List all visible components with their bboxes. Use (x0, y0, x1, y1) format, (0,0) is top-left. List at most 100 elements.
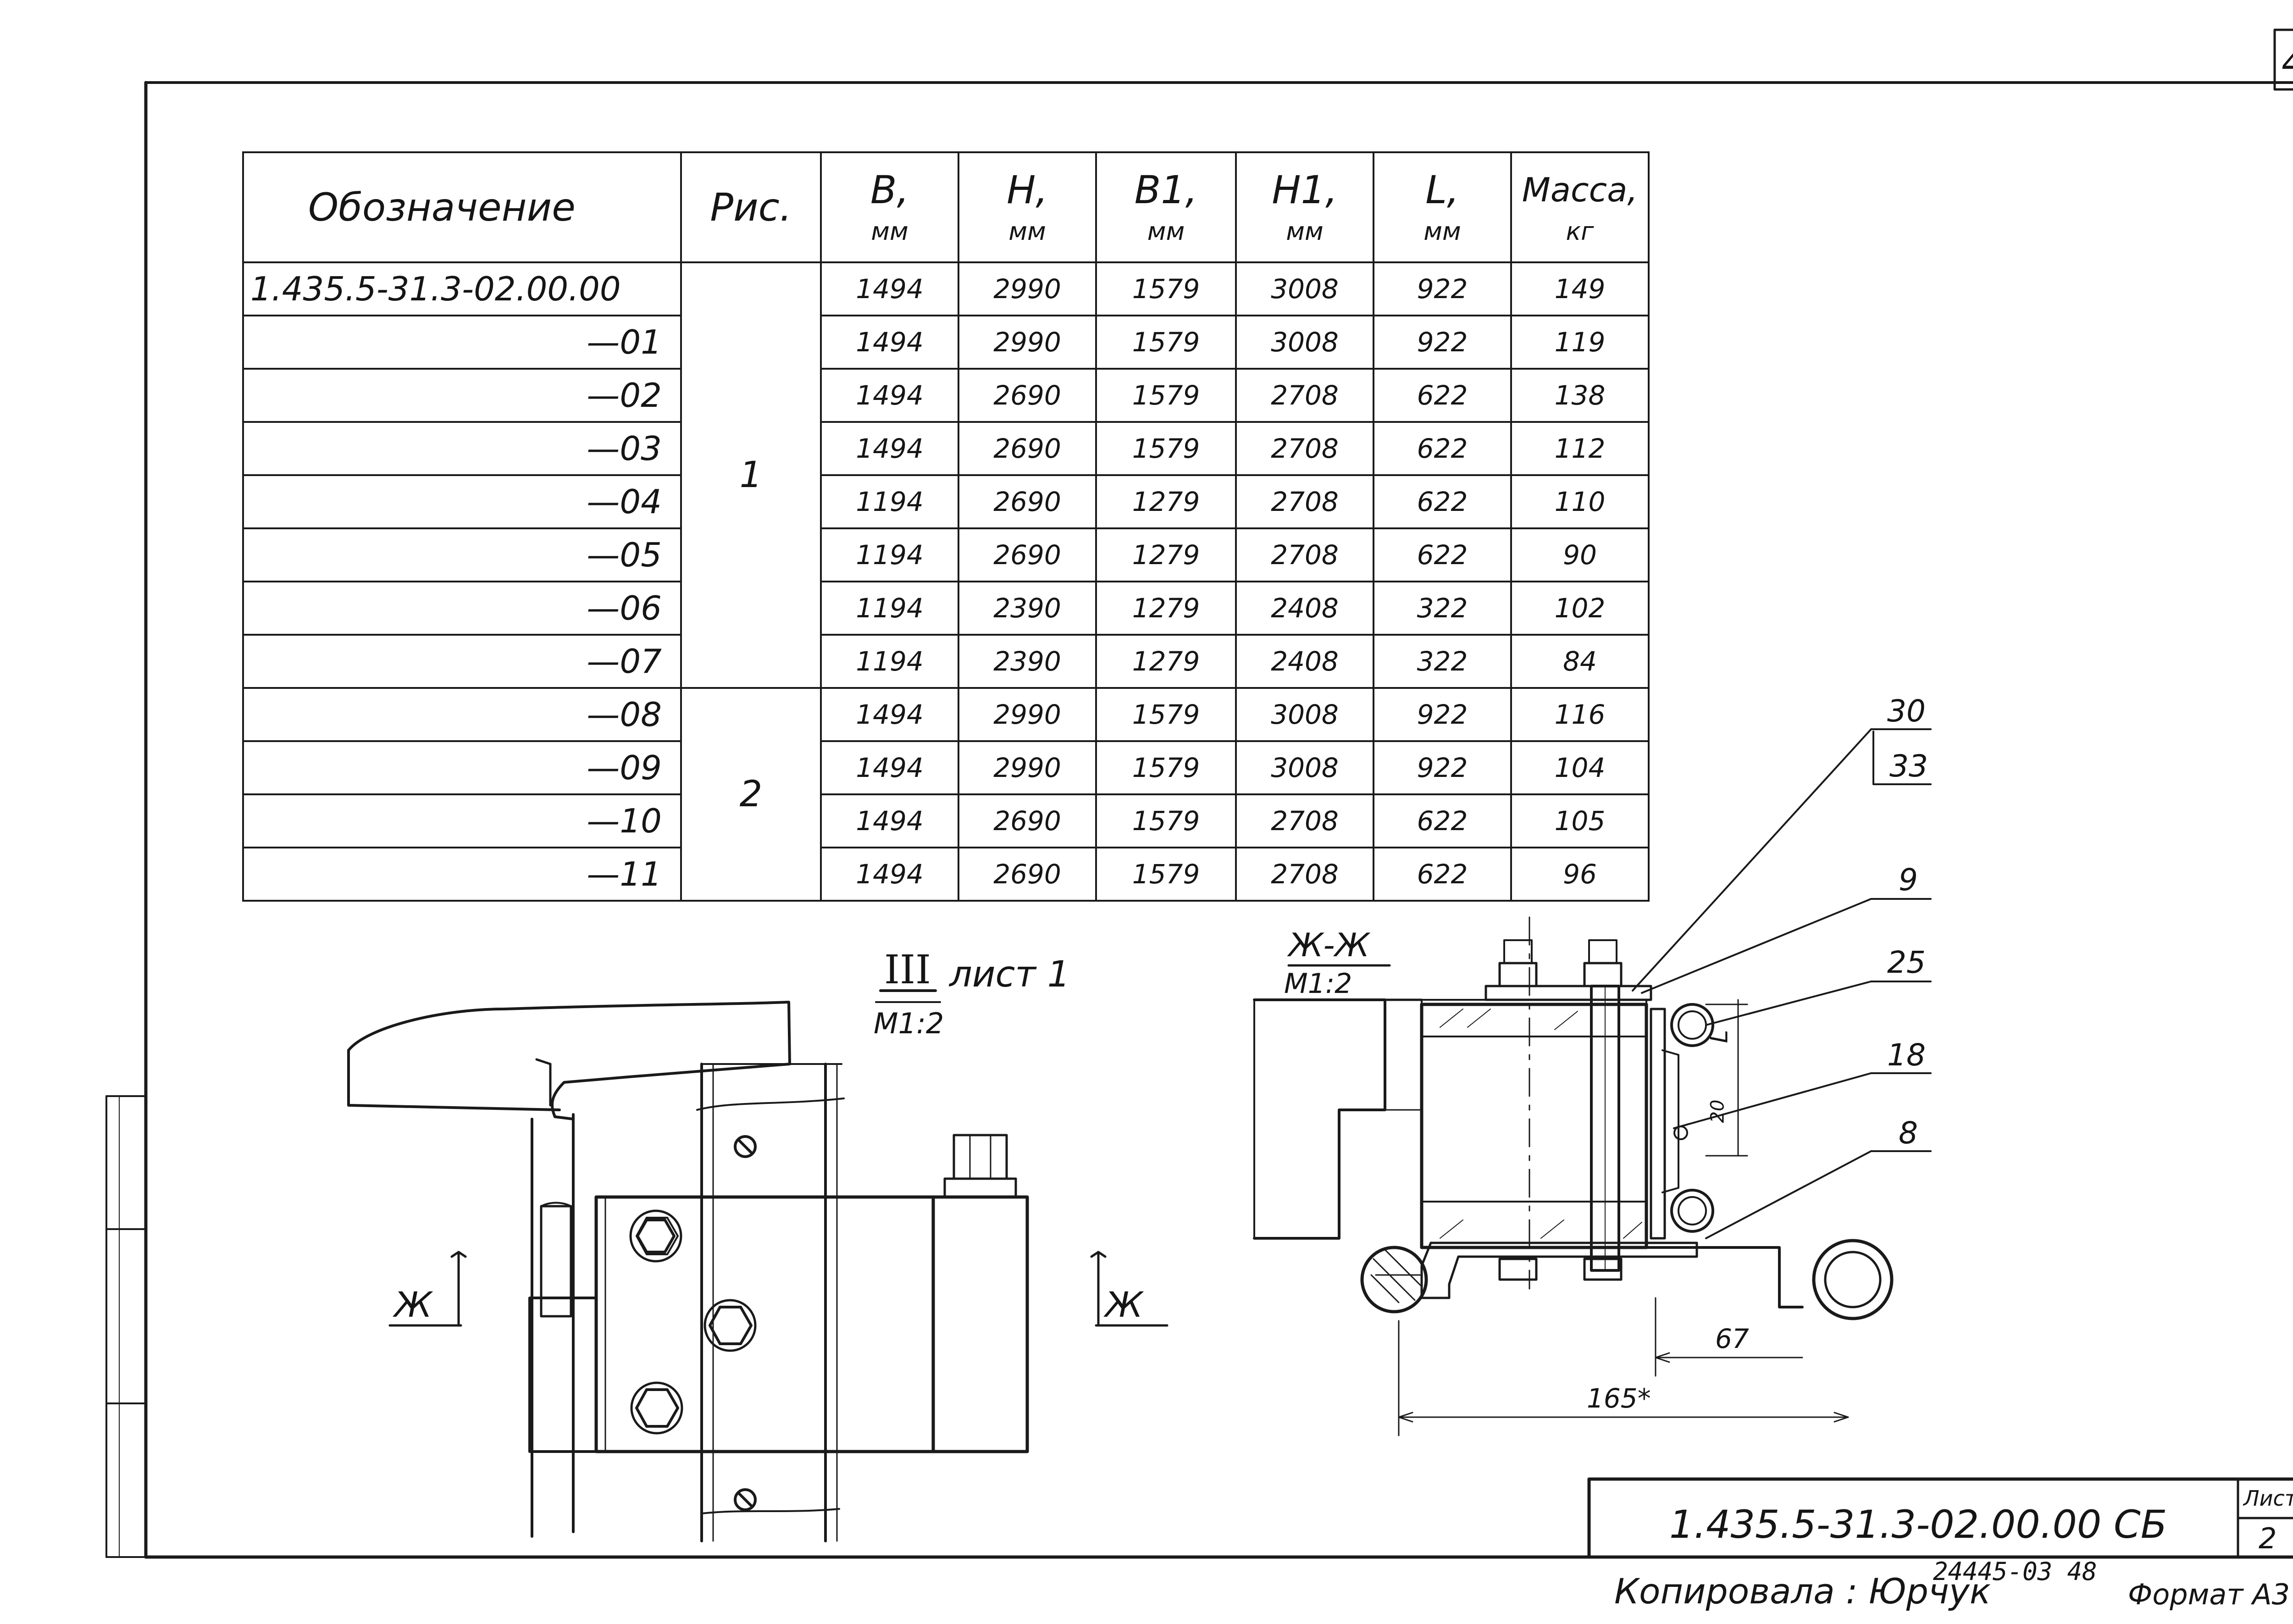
cell-l: 622 (1373, 368, 1512, 423)
cell-h1: 2708 (1235, 474, 1374, 529)
cell-designation: —05 (242, 527, 682, 582)
title-block-sheet-label: Лист (2243, 1486, 2293, 1511)
cell-b1: 1579 (1095, 315, 1237, 370)
cell-b: 1194 (820, 474, 959, 529)
cell-h: 2690 (958, 527, 1097, 582)
cell-designation: —09 (242, 740, 682, 795)
footer-copied-by: Копировала : Юрчук (1614, 1571, 1991, 1612)
dim-20: 20 (1707, 1099, 1728, 1123)
view-III-drawing (347, 989, 1169, 1542)
cell-l: 622 (1373, 847, 1512, 902)
header-designation: Обозначение (242, 151, 682, 263)
cell-b: 1494 (820, 421, 959, 476)
cell-h: 2690 (958, 474, 1097, 529)
cell-b: 1494 (820, 793, 959, 848)
cell-b: 1194 (820, 634, 959, 689)
view-III-sheet-ref: лист 1 (949, 954, 1070, 995)
cell-l: 322 (1373, 634, 1512, 689)
cell-designation: 1.435.5-31.3-02.00.00 (242, 261, 682, 316)
cell-b1: 1279 (1095, 474, 1237, 529)
cell-h: 2690 (958, 368, 1097, 423)
cell-l: 622 (1373, 793, 1512, 848)
callout-33: 33 (1889, 748, 1928, 784)
cell-h1: 2708 (1235, 368, 1374, 423)
cell-mass: 112 (1510, 421, 1650, 476)
header-figure: Рис. (680, 151, 822, 263)
cell-h1: 2708 (1235, 527, 1374, 582)
cell-h1: 3008 (1235, 315, 1374, 370)
callout-9: 9 (1899, 862, 1918, 898)
view-III-label: III (884, 947, 931, 993)
cell-h1: 3008 (1235, 261, 1374, 316)
cell-b: 1494 (820, 740, 959, 795)
cell-b: 1494 (820, 847, 959, 902)
cell-mass: 110 (1510, 474, 1650, 529)
cell-b: 1494 (820, 368, 959, 423)
cell-h: 2990 (958, 687, 1097, 742)
cell-b1: 1279 (1095, 527, 1237, 582)
cell-h: 2690 (958, 793, 1097, 848)
cell-l: 622 (1373, 527, 1512, 582)
title-block-code: 1.435.5-31.3-02.00.00 СБ (1669, 1502, 2167, 1547)
header-B: B,мм (820, 151, 959, 263)
header-H1: H1,мм (1235, 151, 1374, 263)
header-B1: B1,мм (1095, 151, 1237, 263)
header-L: L,мм (1373, 151, 1512, 263)
cell-figure: 1 (680, 261, 822, 689)
cell-b1: 1579 (1095, 793, 1237, 848)
callout-8: 8 (1899, 1115, 1918, 1151)
cell-l: 922 (1373, 315, 1512, 370)
callout-30: 30 (1887, 693, 1926, 729)
cell-h: 2690 (958, 421, 1097, 476)
cell-designation: —07 (242, 634, 682, 689)
corner-sheet-number: 47 (2282, 41, 2293, 84)
callout-leaders (1632, 728, 1932, 1239)
cell-designation: —11 (242, 847, 682, 902)
dim-67: 67 (1715, 1323, 1749, 1354)
cell-mass: 105 (1510, 793, 1650, 848)
footer-order-number: 24445-03 48 (1933, 1557, 2097, 1586)
cell-h1: 2708 (1235, 847, 1374, 902)
dim-L: L (1706, 1030, 1734, 1043)
cell-mass: 138 (1510, 368, 1650, 423)
cell-mass: 96 (1510, 847, 1650, 902)
dim-165: 165* (1587, 1383, 1651, 1414)
cell-designation: —08 (242, 687, 682, 742)
header-H: H,мм (958, 151, 1097, 263)
cell-designation: —01 (242, 315, 682, 370)
cell-b: 1194 (820, 527, 959, 582)
cell-b: 1494 (820, 315, 959, 370)
cell-b1: 1279 (1095, 581, 1237, 636)
specification-table: Обозначение Рис. B,мм H,мм B1,мм H1,мм L… (242, 151, 1650, 902)
cell-b: 1494 (820, 687, 959, 742)
section-scale: М1:2 (1284, 968, 1352, 1000)
cell-l: 622 (1373, 421, 1512, 476)
cell-figure: 2 (680, 687, 822, 902)
cell-mass: 104 (1510, 740, 1650, 795)
callout-25: 25 (1887, 945, 1926, 980)
cell-b1: 1579 (1095, 261, 1237, 316)
cell-l: 322 (1373, 581, 1512, 636)
title-block-sheet-number: 2 (2259, 1522, 2277, 1555)
title-block-frame (1587, 1477, 2293, 1559)
cell-b1: 1579 (1095, 421, 1237, 476)
cell-mass: 149 (1510, 261, 1650, 316)
callout-18: 18 (1887, 1037, 1926, 1073)
cell-h1: 2708 (1235, 421, 1374, 476)
cut-mark-left: Ж (394, 1284, 432, 1325)
cell-b1: 1579 (1095, 368, 1237, 423)
cell-designation: —10 (242, 793, 682, 848)
cell-h: 2390 (958, 581, 1097, 636)
cell-b: 1494 (820, 261, 959, 316)
cell-mass: 102 (1510, 581, 1650, 636)
